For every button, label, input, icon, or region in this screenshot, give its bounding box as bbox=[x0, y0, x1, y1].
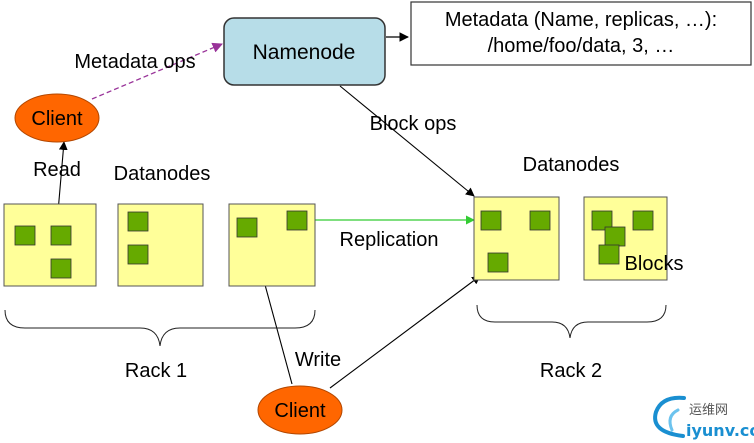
data-block bbox=[529, 210, 551, 231]
rack1-brace bbox=[4, 309, 316, 347]
namenode-label: Namenode bbox=[253, 41, 356, 64]
datanodes-label-right: Datanodes bbox=[523, 154, 620, 176]
data-block bbox=[632, 210, 654, 231]
client-bottom-label: Client bbox=[274, 400, 326, 422]
rack1-datanode-2 bbox=[117, 203, 204, 287]
datanodes-label-left: Datanodes bbox=[114, 163, 211, 185]
client-top-label: Client bbox=[31, 108, 83, 130]
read-label: Read bbox=[33, 159, 81, 181]
metadata-line-2: /home/foo/data, 3, … bbox=[488, 35, 675, 57]
rack2-brace bbox=[476, 304, 667, 339]
data-block bbox=[50, 258, 72, 279]
cloud-swirl-icon bbox=[653, 395, 686, 438]
data-block bbox=[50, 225, 72, 246]
rack1-datanode-1 bbox=[3, 203, 97, 287]
data-block bbox=[236, 217, 258, 238]
watermark-site-domain: iyunv.com bbox=[686, 421, 754, 440]
rack2-datanode-2: Blocks bbox=[583, 196, 684, 281]
write-arrow-to-rack2 bbox=[329, 275, 481, 389]
client-top: Client bbox=[14, 93, 100, 143]
metadata-ops-label: Metadata ops bbox=[74, 51, 195, 73]
data-block bbox=[286, 210, 308, 231]
blocks-label: Blocks bbox=[625, 253, 684, 275]
watermark-site-cn: 运维网 bbox=[689, 403, 728, 418]
block-ops-arrow bbox=[339, 85, 475, 197]
data-block bbox=[480, 210, 502, 231]
rack2-datanode-1 bbox=[473, 196, 560, 281]
data-block bbox=[127, 211, 149, 232]
data-block bbox=[487, 252, 509, 273]
data-block bbox=[604, 226, 626, 247]
metadata-box: Metadata (Name, replicas, …): /home/foo/… bbox=[410, 1, 752, 66]
data-block bbox=[14, 225, 36, 246]
data-block bbox=[598, 244, 620, 265]
data-block bbox=[591, 210, 613, 231]
replication-label: Replication bbox=[340, 229, 439, 251]
read-arrow bbox=[57, 141, 68, 213]
metadata-line-1: Metadata (Name, replicas, …): bbox=[445, 9, 717, 31]
rack1-datanode-3 bbox=[228, 203, 316, 287]
write-label: Write bbox=[295, 349, 341, 371]
client-bottom: Client bbox=[257, 385, 343, 435]
rack2-label: Rack 2 bbox=[540, 360, 602, 382]
namenode-box bbox=[223, 17, 386, 86]
rack1-label: Rack 1 bbox=[125, 360, 187, 382]
data-block bbox=[127, 244, 149, 265]
block-ops-label: Block ops bbox=[370, 113, 457, 135]
watermark-logo: 运维网 iyunv.com bbox=[653, 395, 754, 440]
namenode: Namenode bbox=[223, 17, 386, 86]
